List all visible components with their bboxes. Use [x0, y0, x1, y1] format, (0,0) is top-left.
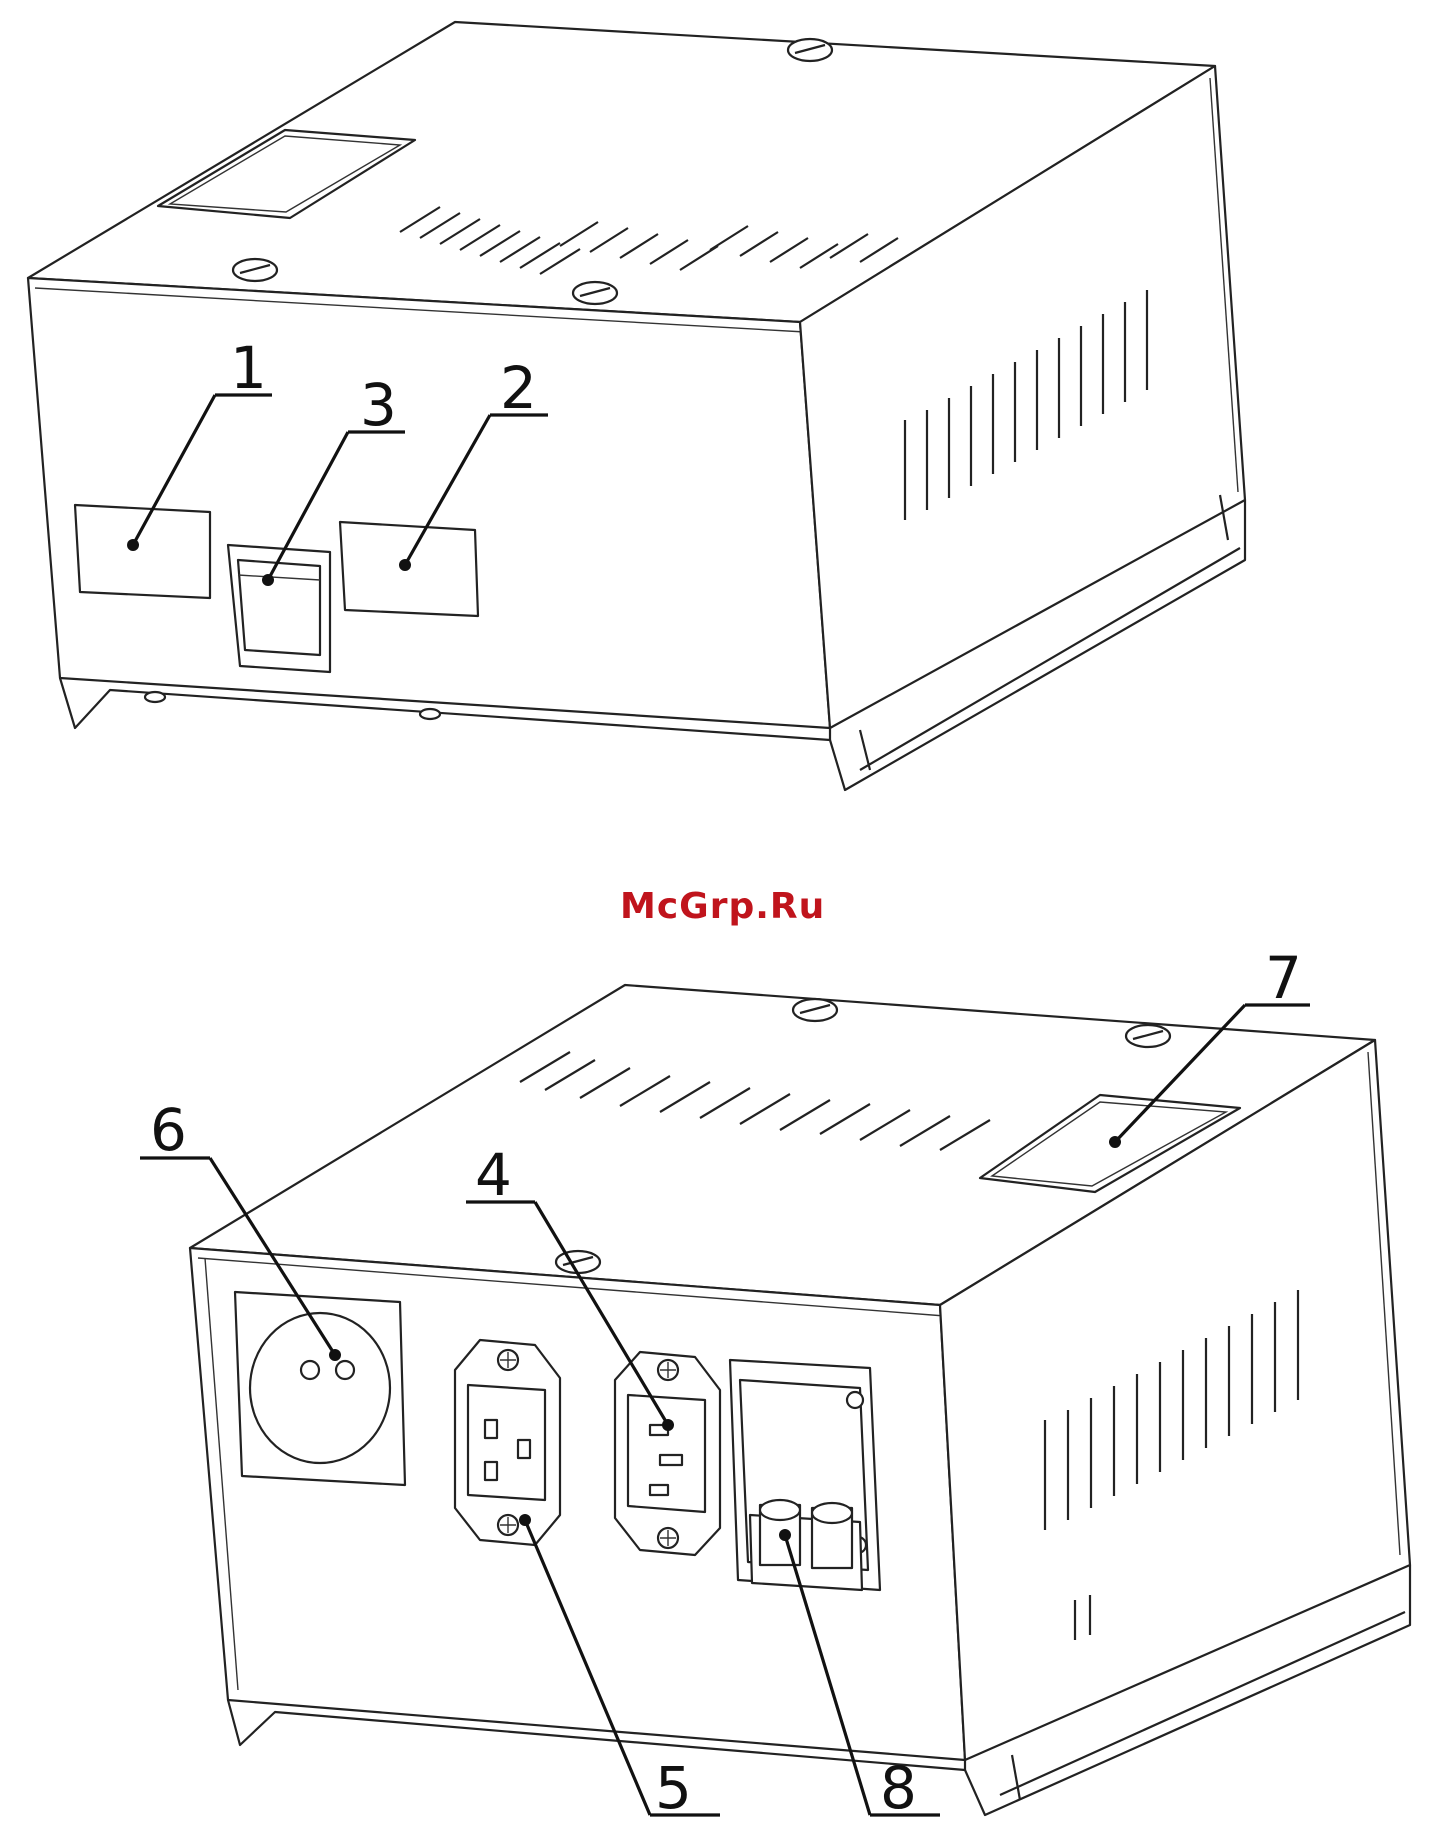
power-switch — [238, 560, 320, 655]
watermark: McGrp.Ru — [620, 886, 825, 927]
callout-6-label: 6 — [150, 1096, 187, 1164]
circuit-breaker — [730, 1360, 880, 1590]
callout-3-label: 3 — [360, 371, 397, 439]
iec-inlet-5 — [455, 1340, 560, 1545]
callout-1-label: 1 — [230, 334, 267, 402]
callout-7-label: 7 — [1265, 944, 1302, 1012]
callout-5-label: 5 — [655, 1754, 692, 1822]
iec-outlet-4 — [615, 1352, 720, 1555]
front-panel — [28, 278, 830, 728]
device-front-view: 1 3 2 — [28, 22, 1245, 790]
callout-2-label: 2 — [500, 354, 537, 422]
device-rear-view: 6 7 4 5 8 — [140, 944, 1410, 1822]
callout-4-label: 4 — [475, 1141, 512, 1209]
euro-socket — [235, 1292, 405, 1485]
callout-8-label: 8 — [880, 1754, 917, 1822]
meter-1 — [75, 505, 210, 598]
